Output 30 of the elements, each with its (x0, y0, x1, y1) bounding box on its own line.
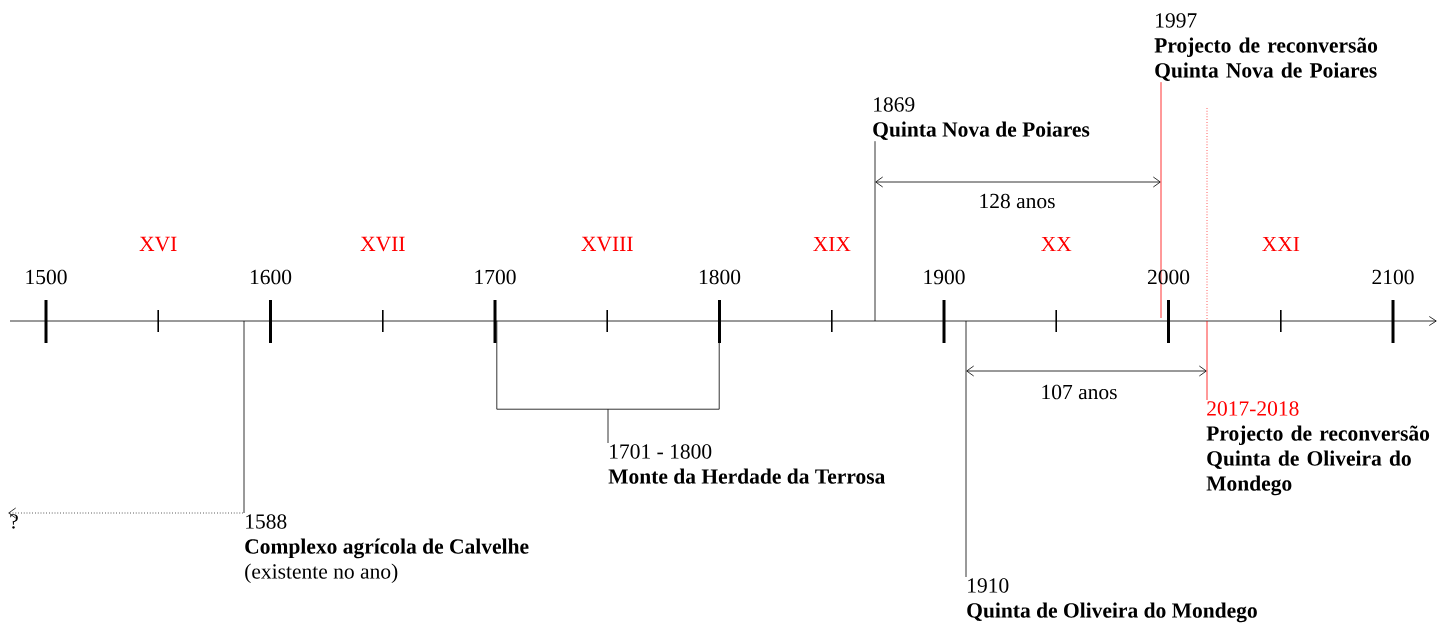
event-label: 2017-2018 Projecto de reconversão Quinta de Oliveira do Mondego (1206, 401, 1430, 496)
leader-line (1160, 81, 1162, 319)
year-label: 1700 (475, 269, 516, 285)
year-label: 1900 (924, 269, 965, 285)
leader-line (965, 320, 967, 578)
century-label: XX (1041, 236, 1072, 252)
arrow (8, 507, 244, 519)
question-mark: ? (10, 514, 18, 529)
century-label: XVIII (581, 236, 633, 252)
leader-line (1206, 320, 1208, 401)
year-label: 1500 (26, 269, 67, 285)
century-label: XIX (813, 236, 851, 252)
century-label: XXI (1262, 236, 1300, 252)
event-label: 1997 Projecto de reconversão Quinta Nova de Poiares (1154, 13, 1378, 81)
duration-label: 107 anos (1042, 384, 1117, 400)
event-label: 1869 Quinta Nova de Poiares (873, 97, 1090, 140)
event-label: 1910 Quinta de Oliveira do Mondego (967, 578, 1257, 623)
year-label: 1800 (699, 269, 741, 285)
year-label: 2100 (1372, 269, 1414, 285)
bracket (496, 320, 720, 410)
leader-line (607, 408, 609, 444)
year-label: 1600 (250, 269, 292, 285)
century-label: XVII (360, 236, 405, 252)
event-label: 1701 - 1800 Monte da Herdade da Terrosa (608, 444, 885, 484)
event-label: 1588 Complexo agrícola de Calvelhe (existente no ano) (245, 514, 529, 584)
century-label: XVI (139, 236, 177, 252)
year-label: 2000 (1147, 269, 1190, 285)
leader-line (874, 140, 876, 322)
leader-line (243, 320, 245, 514)
duration-label: 128 anos (980, 193, 1055, 209)
